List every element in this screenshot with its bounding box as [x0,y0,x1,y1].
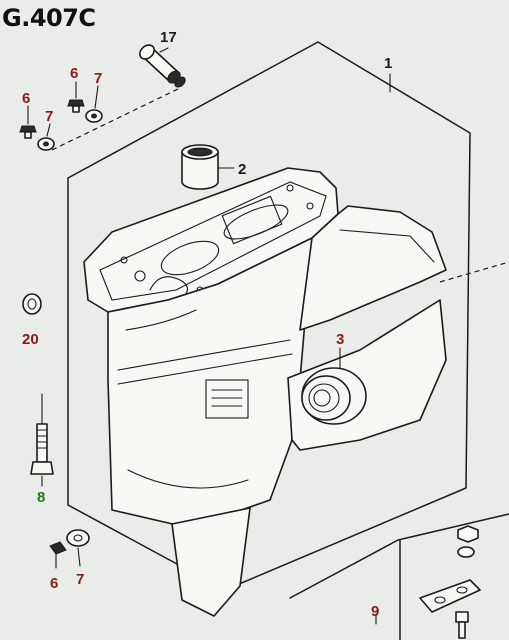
lower-fasteners [49,529,90,555]
callout-8: 8 [37,489,45,506]
bearing-ring [301,367,367,425]
leader-lines [27,47,391,625]
upper-fasteners [19,99,103,151]
housing-boundary [67,41,471,591]
callout-17: 17 [160,29,177,46]
callout-6a: 6 [70,65,78,82]
plug-part [22,293,42,315]
callout-6b: 6 [22,90,30,107]
callout-1: 1 [384,55,392,72]
callout-7a: 7 [94,70,102,87]
callout-3: 3 [336,331,344,348]
diagram-code: G.407C [2,4,96,32]
callout-6c: 6 [50,575,58,592]
callout-labels: 1 2 3 6 7 6 7 17 20 8 6 7 9 [22,29,392,620]
sleeve-part [139,44,186,88]
callout-20: 20 [22,331,39,348]
bushing [181,144,219,190]
callout-7c: 7 [76,571,84,588]
bolt-part [30,393,54,475]
anode-assembly [289,513,509,640]
callout-7b: 7 [45,108,53,125]
gear-case-body [83,167,447,617]
callout-2: 2 [238,161,246,178]
callout-9: 9 [371,603,379,620]
